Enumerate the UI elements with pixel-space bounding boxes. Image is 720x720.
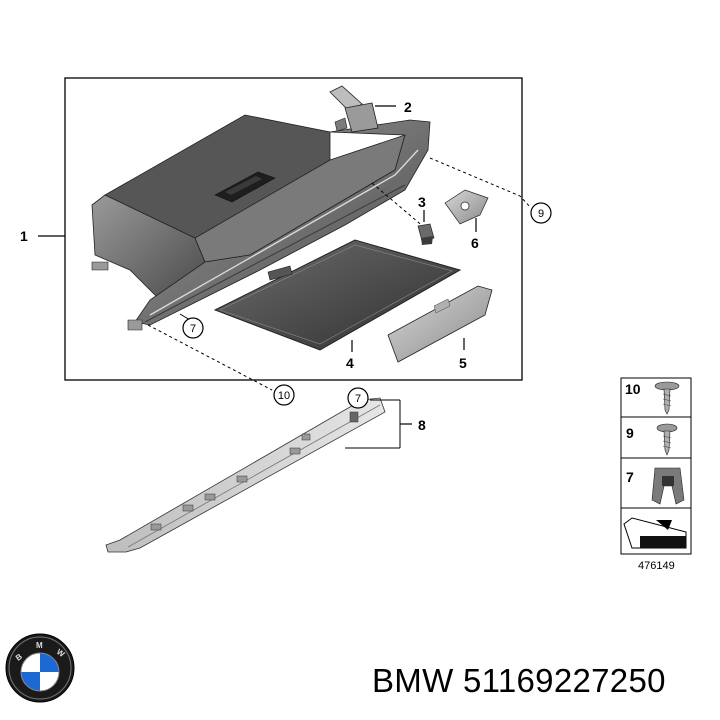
trim-cover <box>387 285 493 363</box>
callout-5-label: 5 <box>459 355 467 371</box>
callout-6: 6 <box>471 218 479 251</box>
svg-text:W: W <box>55 647 67 659</box>
legend-item-9-number: 9 <box>626 425 634 441</box>
callout-9: 9 <box>530 202 552 224</box>
callout-9-label: 9 <box>538 208 544 220</box>
legend-item-7-number: 7 <box>626 469 634 485</box>
callout-5: 5 <box>459 338 467 371</box>
flange-screw-icon <box>654 381 680 415</box>
legend-item-10-number: 10 <box>625 381 641 397</box>
callout-10-label: 10 <box>278 390 290 402</box>
callout-8-label: 8 <box>418 417 426 433</box>
svg-text:M: M <box>36 641 43 650</box>
trim-strip <box>105 397 386 553</box>
callout-1-label: 1 <box>20 228 28 244</box>
callout-8-bracket: 8 <box>345 399 426 449</box>
tapping-screw-icon <box>656 423 678 456</box>
callout-2: 2 <box>375 99 412 115</box>
sheet-arrow-icon <box>623 517 687 549</box>
assembly-frame <box>64 77 523 381</box>
lock-cylinder <box>329 85 379 133</box>
clip-nut-icon <box>651 467 685 505</box>
hinge-bracket <box>444 189 489 225</box>
callout-3-label: 3 <box>418 194 426 210</box>
callout-2-label: 2 <box>404 99 412 115</box>
lid-panel <box>213 239 462 351</box>
callout-4: 4 <box>346 340 354 371</box>
guide-screw-9 <box>429 157 532 209</box>
svg-text:B: B <box>14 652 24 663</box>
callout-7-strip: 7 <box>347 387 369 409</box>
glovebox-body <box>91 114 431 331</box>
part-number-caption: BMW 51169227250 <box>372 662 666 699</box>
callout-6-label: 6 <box>471 235 479 251</box>
callout-7-glovebox: 7 <box>179 313 204 339</box>
bmw-logo: B M W <box>5 633 75 703</box>
guide-screw-10 <box>147 324 273 391</box>
callout-1: 1 <box>20 228 65 244</box>
damper <box>417 223 435 245</box>
callout-3: 3 <box>418 194 426 222</box>
callout-4-label: 4 <box>346 355 354 371</box>
hardware-legend: 10 9 7 <box>620 377 692 555</box>
callout-7-strip-label: 7 <box>355 393 361 405</box>
callout-10: 10 <box>273 384 295 406</box>
diagram-id: 476149 <box>638 560 675 572</box>
callout-7-label: 7 <box>190 323 196 335</box>
